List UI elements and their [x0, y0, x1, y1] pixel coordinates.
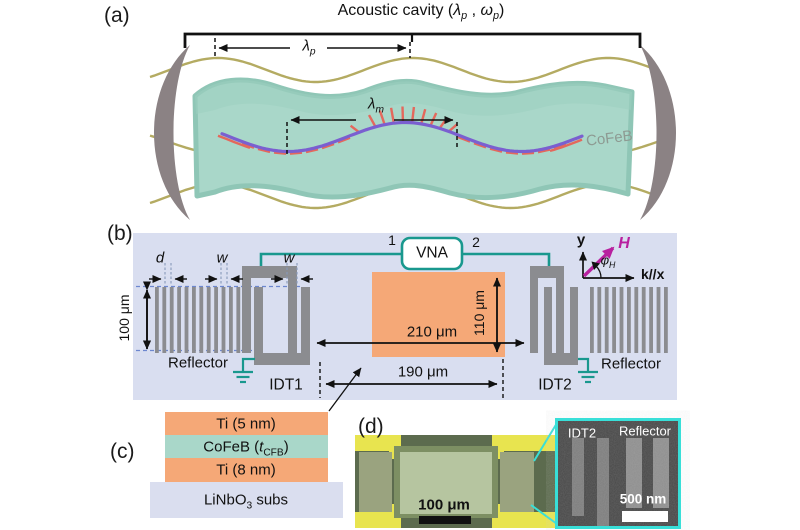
mesa-film — [400, 452, 492, 514]
acoustic-cavity-title: Acoustic cavity (λp , ωp) — [337, 2, 505, 23]
title-omega: ω — [480, 2, 493, 19]
cofeb-pre: CoFeB ( — [203, 438, 260, 456]
stack-annotation-arrow — [328, 367, 362, 412]
film-width-guides — [319, 359, 504, 398]
left-mirror — [154, 45, 190, 220]
phi-sub: H — [609, 260, 616, 271]
field-h-label: H — [618, 235, 630, 252]
reflector-left-label: Reflector — [167, 354, 229, 372]
phi-h-label: φH — [600, 252, 616, 271]
lambda-p-symbol: λ — [302, 37, 310, 55]
optical-scale-bar — [419, 516, 471, 524]
axis-y-label: y — [576, 231, 586, 249]
lambda-p-sub: p — [309, 46, 316, 58]
layer-substrate — [150, 482, 343, 518]
layer-ti5 — [165, 412, 328, 435]
title-lambda-sub: p — [461, 10, 468, 23]
cavity-width-label: 210 μm — [406, 323, 458, 341]
vna-port2-label: 2 — [472, 234, 480, 250]
cofeb-thickness-symbol: t — [259, 438, 264, 456]
dimension-arrows — [143, 277, 525, 388]
dim-d-label: d — [155, 249, 165, 267]
sem-scale-label: 500 nm — [619, 491, 667, 507]
cofeb-ribbon-shade — [195, 80, 632, 116]
title-mid: , — [467, 2, 481, 19]
substrate-post: subs — [252, 491, 289, 509]
layer-cofeb-label: CoFeB (tCFB) — [203, 438, 289, 459]
sem-idt2-label: IDT2 — [567, 425, 597, 441]
idt1-label: IDT1 — [269, 376, 303, 394]
reflector-right-label: Reflector — [600, 355, 662, 373]
lambda-m-dimension — [286, 116, 458, 154]
idt1-ground — [233, 357, 255, 384]
title-lambda: λ — [453, 2, 462, 19]
idt2-label: IDT2 — [538, 376, 572, 394]
film-height-label: 110 μm — [471, 290, 487, 336]
optical-micrograph — [355, 435, 557, 528]
layer-ti8-label: Ti (8 nm) — [216, 461, 276, 479]
title-omega-sub: p — [492, 10, 500, 23]
lambda-p-label: λp — [302, 37, 315, 58]
reflector-grating-left — [155, 287, 241, 353]
vna-wires — [259, 252, 551, 266]
title-post: ) — [499, 2, 505, 19]
sem-reflector-label: Reflector — [618, 423, 672, 439]
inset-zoom-lines — [530, 422, 558, 525]
lambda-p-dimension — [214, 38, 411, 58]
sem-inset — [555, 418, 681, 529]
lambda-m-label: λm — [368, 95, 384, 116]
sem-scale-bar — [622, 511, 668, 522]
substrate-sub: 3 — [246, 500, 253, 512]
optical-scale-label: 100 μm — [418, 496, 470, 514]
panel-d-label: (d) — [358, 415, 384, 438]
panel-a-label: (a) — [104, 4, 130, 27]
lambda-m-sub: m — [375, 104, 384, 116]
film-width-label: 190 μm — [397, 363, 449, 381]
title-pre: Acoustic cavity ( — [337, 2, 454, 19]
cofeb-post: ) — [283, 438, 289, 456]
phi-symbol: φ — [600, 252, 610, 268]
idt-window-right — [500, 452, 534, 512]
sem-inset-border — [555, 418, 681, 529]
idt-window-left — [359, 452, 392, 512]
reflector-grating-right — [590, 287, 668, 353]
vna-label: VNA — [416, 244, 448, 262]
idt2-electrodes — [530, 266, 578, 365]
vna-port1-label: 1 — [388, 232, 396, 248]
field-axes — [579, 246, 635, 282]
substrate-label: LiNbO3 subs — [203, 491, 289, 512]
substrate-pre: LiNbO — [203, 491, 247, 509]
aperture-height-label: 100 μm — [116, 294, 132, 342]
finger-dimension-markers — [149, 263, 313, 285]
layer-cofeb — [165, 435, 328, 458]
right-mirror — [640, 45, 676, 220]
layer-ti5-label: Ti (5 nm) — [216, 415, 276, 433]
lambda-m-symbol: λ — [368, 95, 376, 113]
idt2-ground — [578, 357, 598, 384]
vna-box — [400, 236, 464, 271]
layer-stack — [150, 412, 343, 518]
panel-b-label: (b) — [107, 222, 133, 245]
cofeb-thickness-sub: CFB — [263, 447, 284, 459]
dim-w2-label: w — [283, 249, 295, 267]
dim-w1-label: w — [216, 249, 228, 267]
panel-c-label: (c) — [110, 440, 135, 463]
layer-ti8 — [165, 458, 328, 482]
axis-kx-label: k//x — [641, 266, 665, 282]
